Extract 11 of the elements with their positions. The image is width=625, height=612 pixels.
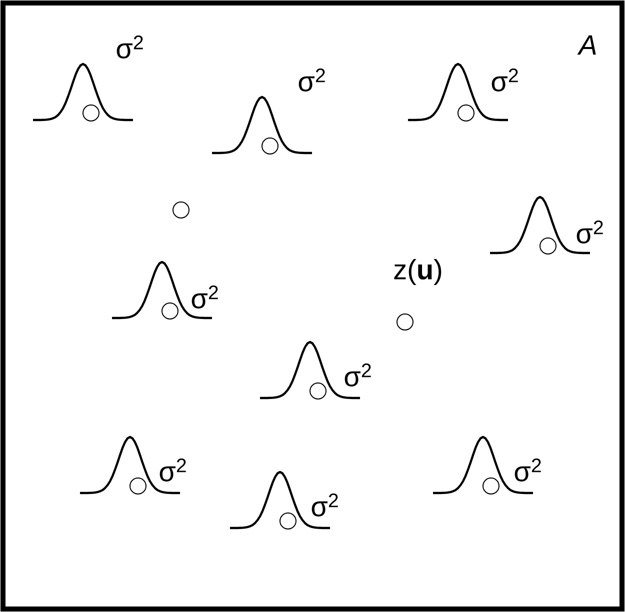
variance-label: σ$^{2}$ <box>116 36 143 58</box>
variance-label: σ$^{2}$ <box>160 458 186 482</box>
variance-label: σ$^{2}$ <box>576 220 603 244</box>
variance-label: σ$^{2}$ <box>344 364 371 386</box>
variance-label: σ$^{2}$ <box>312 494 338 516</box>
variance-label: σ$^{2}$ <box>192 286 218 308</box>
point-label: z(u) <box>394 258 442 286</box>
variance-label: σ$^{2}$ <box>492 68 518 92</box>
corner-label: A <box>577 35 596 55</box>
variance-label: σ$^{2}$ <box>298 68 325 92</box>
variance-label: σ$^{2}$ <box>514 458 541 482</box>
